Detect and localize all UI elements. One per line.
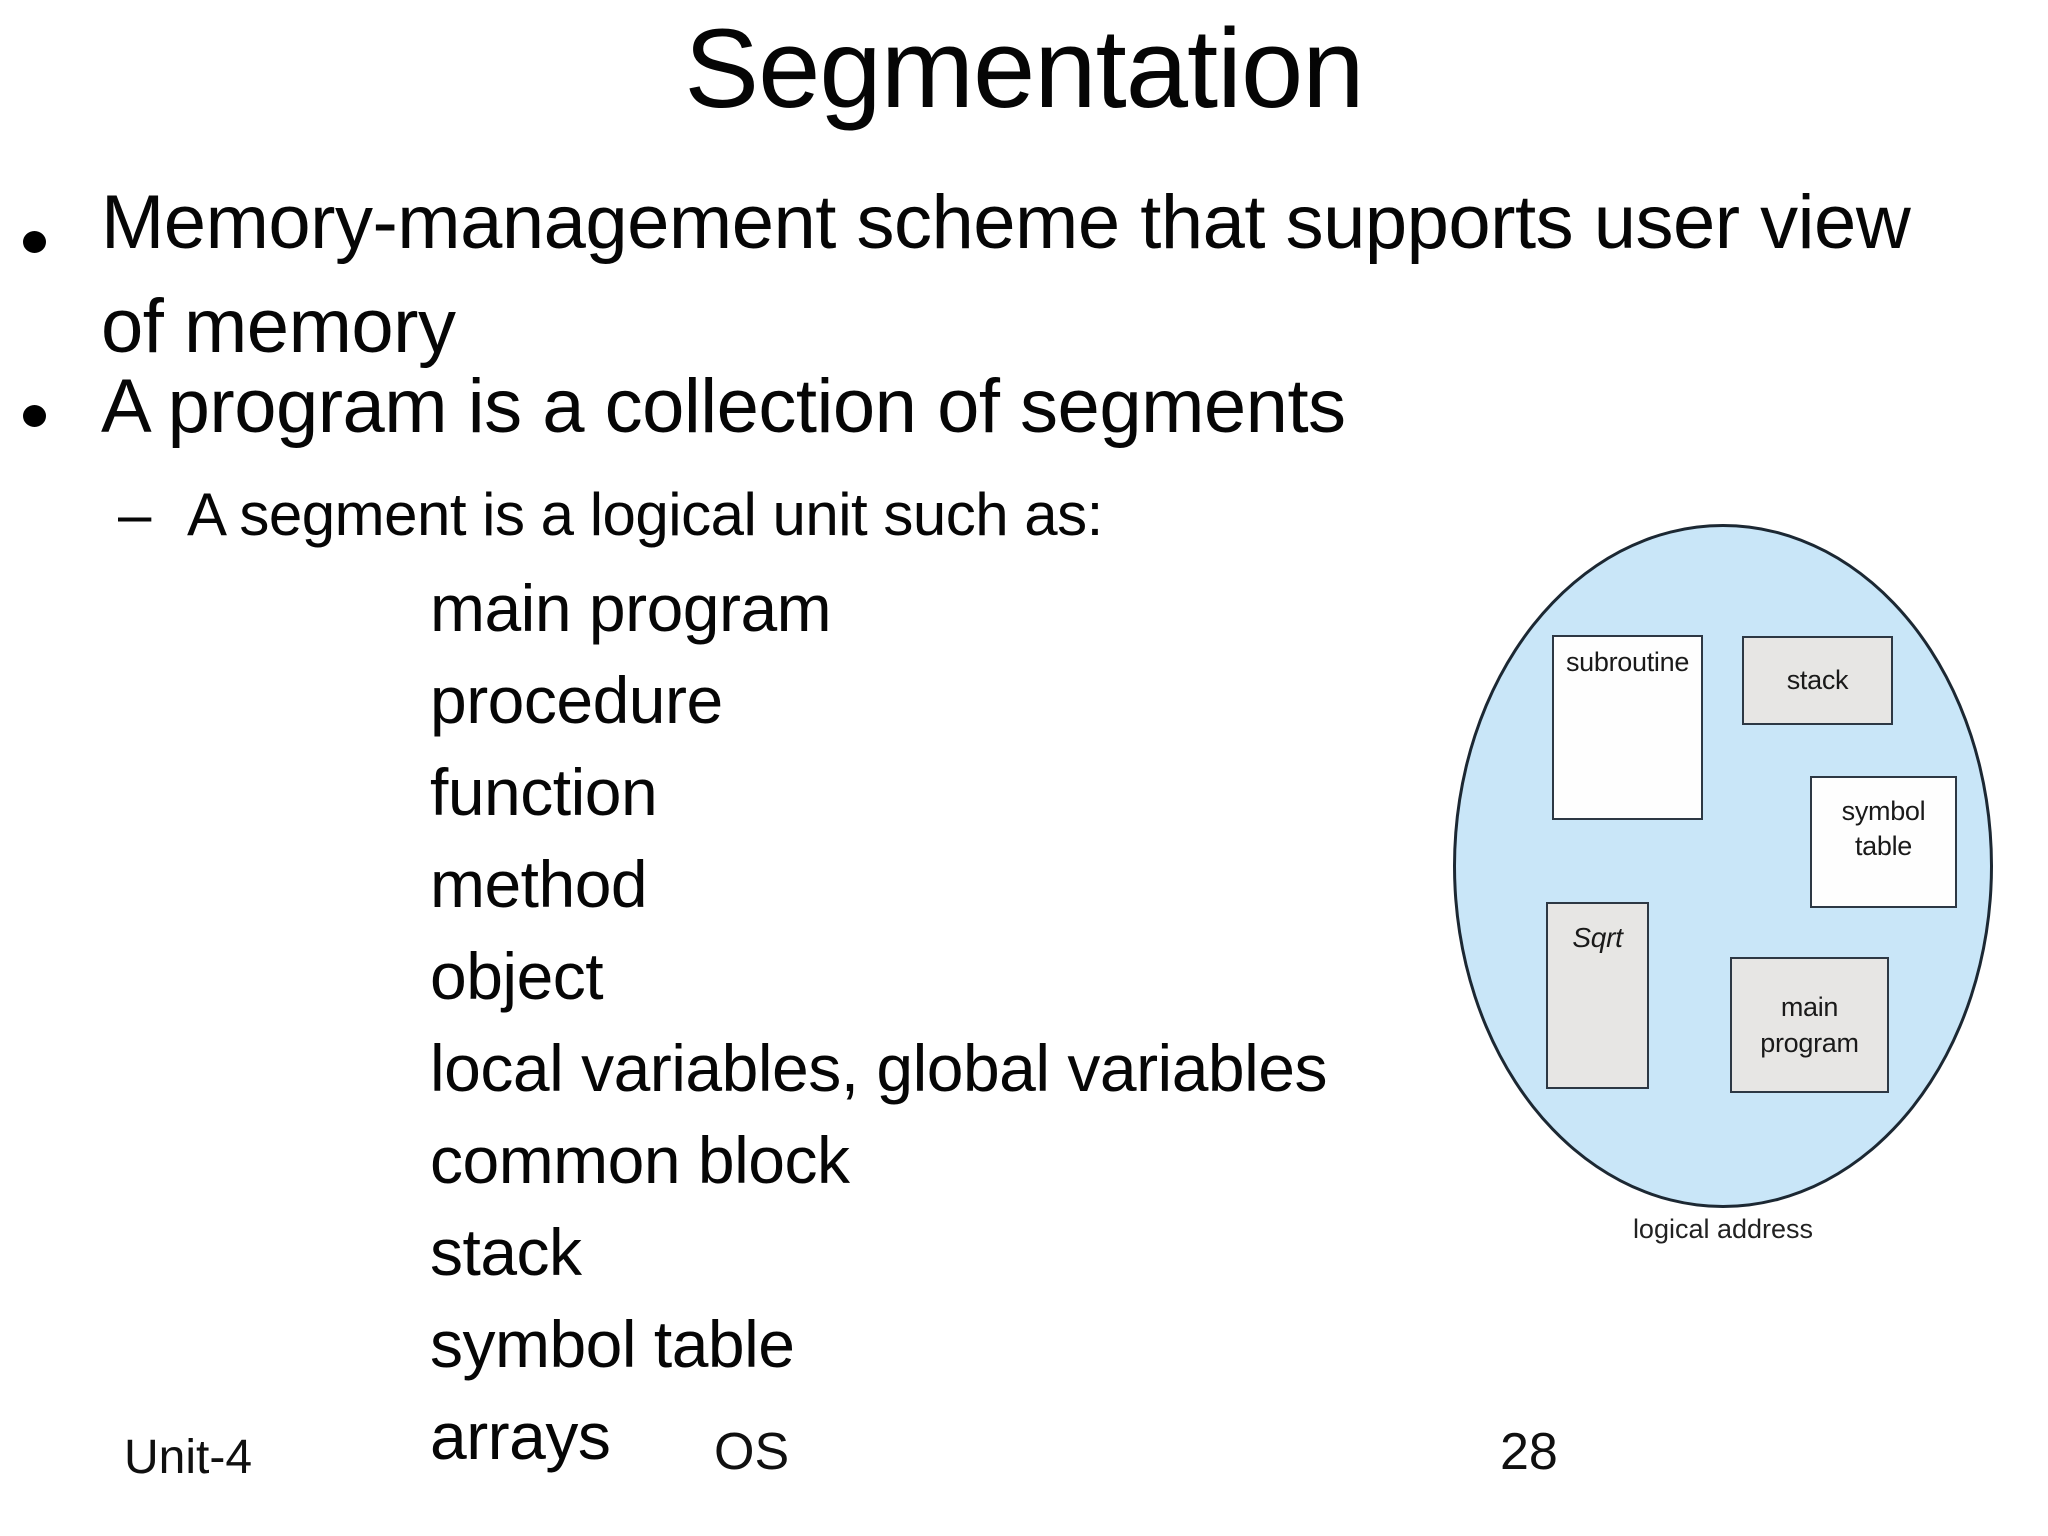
bullet-2: A program is a collection of segments [101, 364, 1346, 449]
list-item: main program [430, 571, 832, 645]
sub-bullet: A segment is a logical unit such as: [187, 481, 1103, 548]
segment-box-stack: stack [1742, 636, 1893, 725]
list-item: arrays [430, 1399, 611, 1473]
list-item: method [430, 847, 648, 921]
segment-box-symbol-table: symbol table [1810, 776, 1957, 908]
footer-page-number: 28 [1500, 1423, 1558, 1481]
bullet-icon [23, 405, 46, 427]
list-item: stack [430, 1215, 582, 1289]
footer-unit: Unit-4 [124, 1431, 253, 1484]
page-title: Segmentation [684, 6, 1364, 131]
list-item: symbol table [430, 1307, 795, 1381]
segment-box-main-program: main program [1730, 957, 1889, 1093]
dash-bullet-icon: – [118, 481, 151, 548]
list-item: object [430, 939, 604, 1013]
segment-box-sqrt: Sqrt [1546, 902, 1649, 1089]
footer-course: OS [714, 1423, 790, 1481]
list-item: common block [430, 1123, 850, 1197]
list-item: function [430, 755, 658, 829]
bullet-1-line-2: of memory [101, 284, 456, 369]
segment-box-subroutine: subroutine [1552, 635, 1703, 820]
diagram-caption: logical address [1632, 1214, 1814, 1244]
list-item: procedure [430, 663, 723, 737]
segment-list: main program procedure function method o… [430, 562, 1630, 1482]
bullet-1: Memory-management scheme that supports u… [101, 171, 2021, 379]
list-item: local variables, global variables [430, 1031, 1328, 1105]
bullet-1-line-1: Memory-management scheme that supports u… [101, 180, 1911, 265]
bullet-icon [23, 231, 46, 253]
